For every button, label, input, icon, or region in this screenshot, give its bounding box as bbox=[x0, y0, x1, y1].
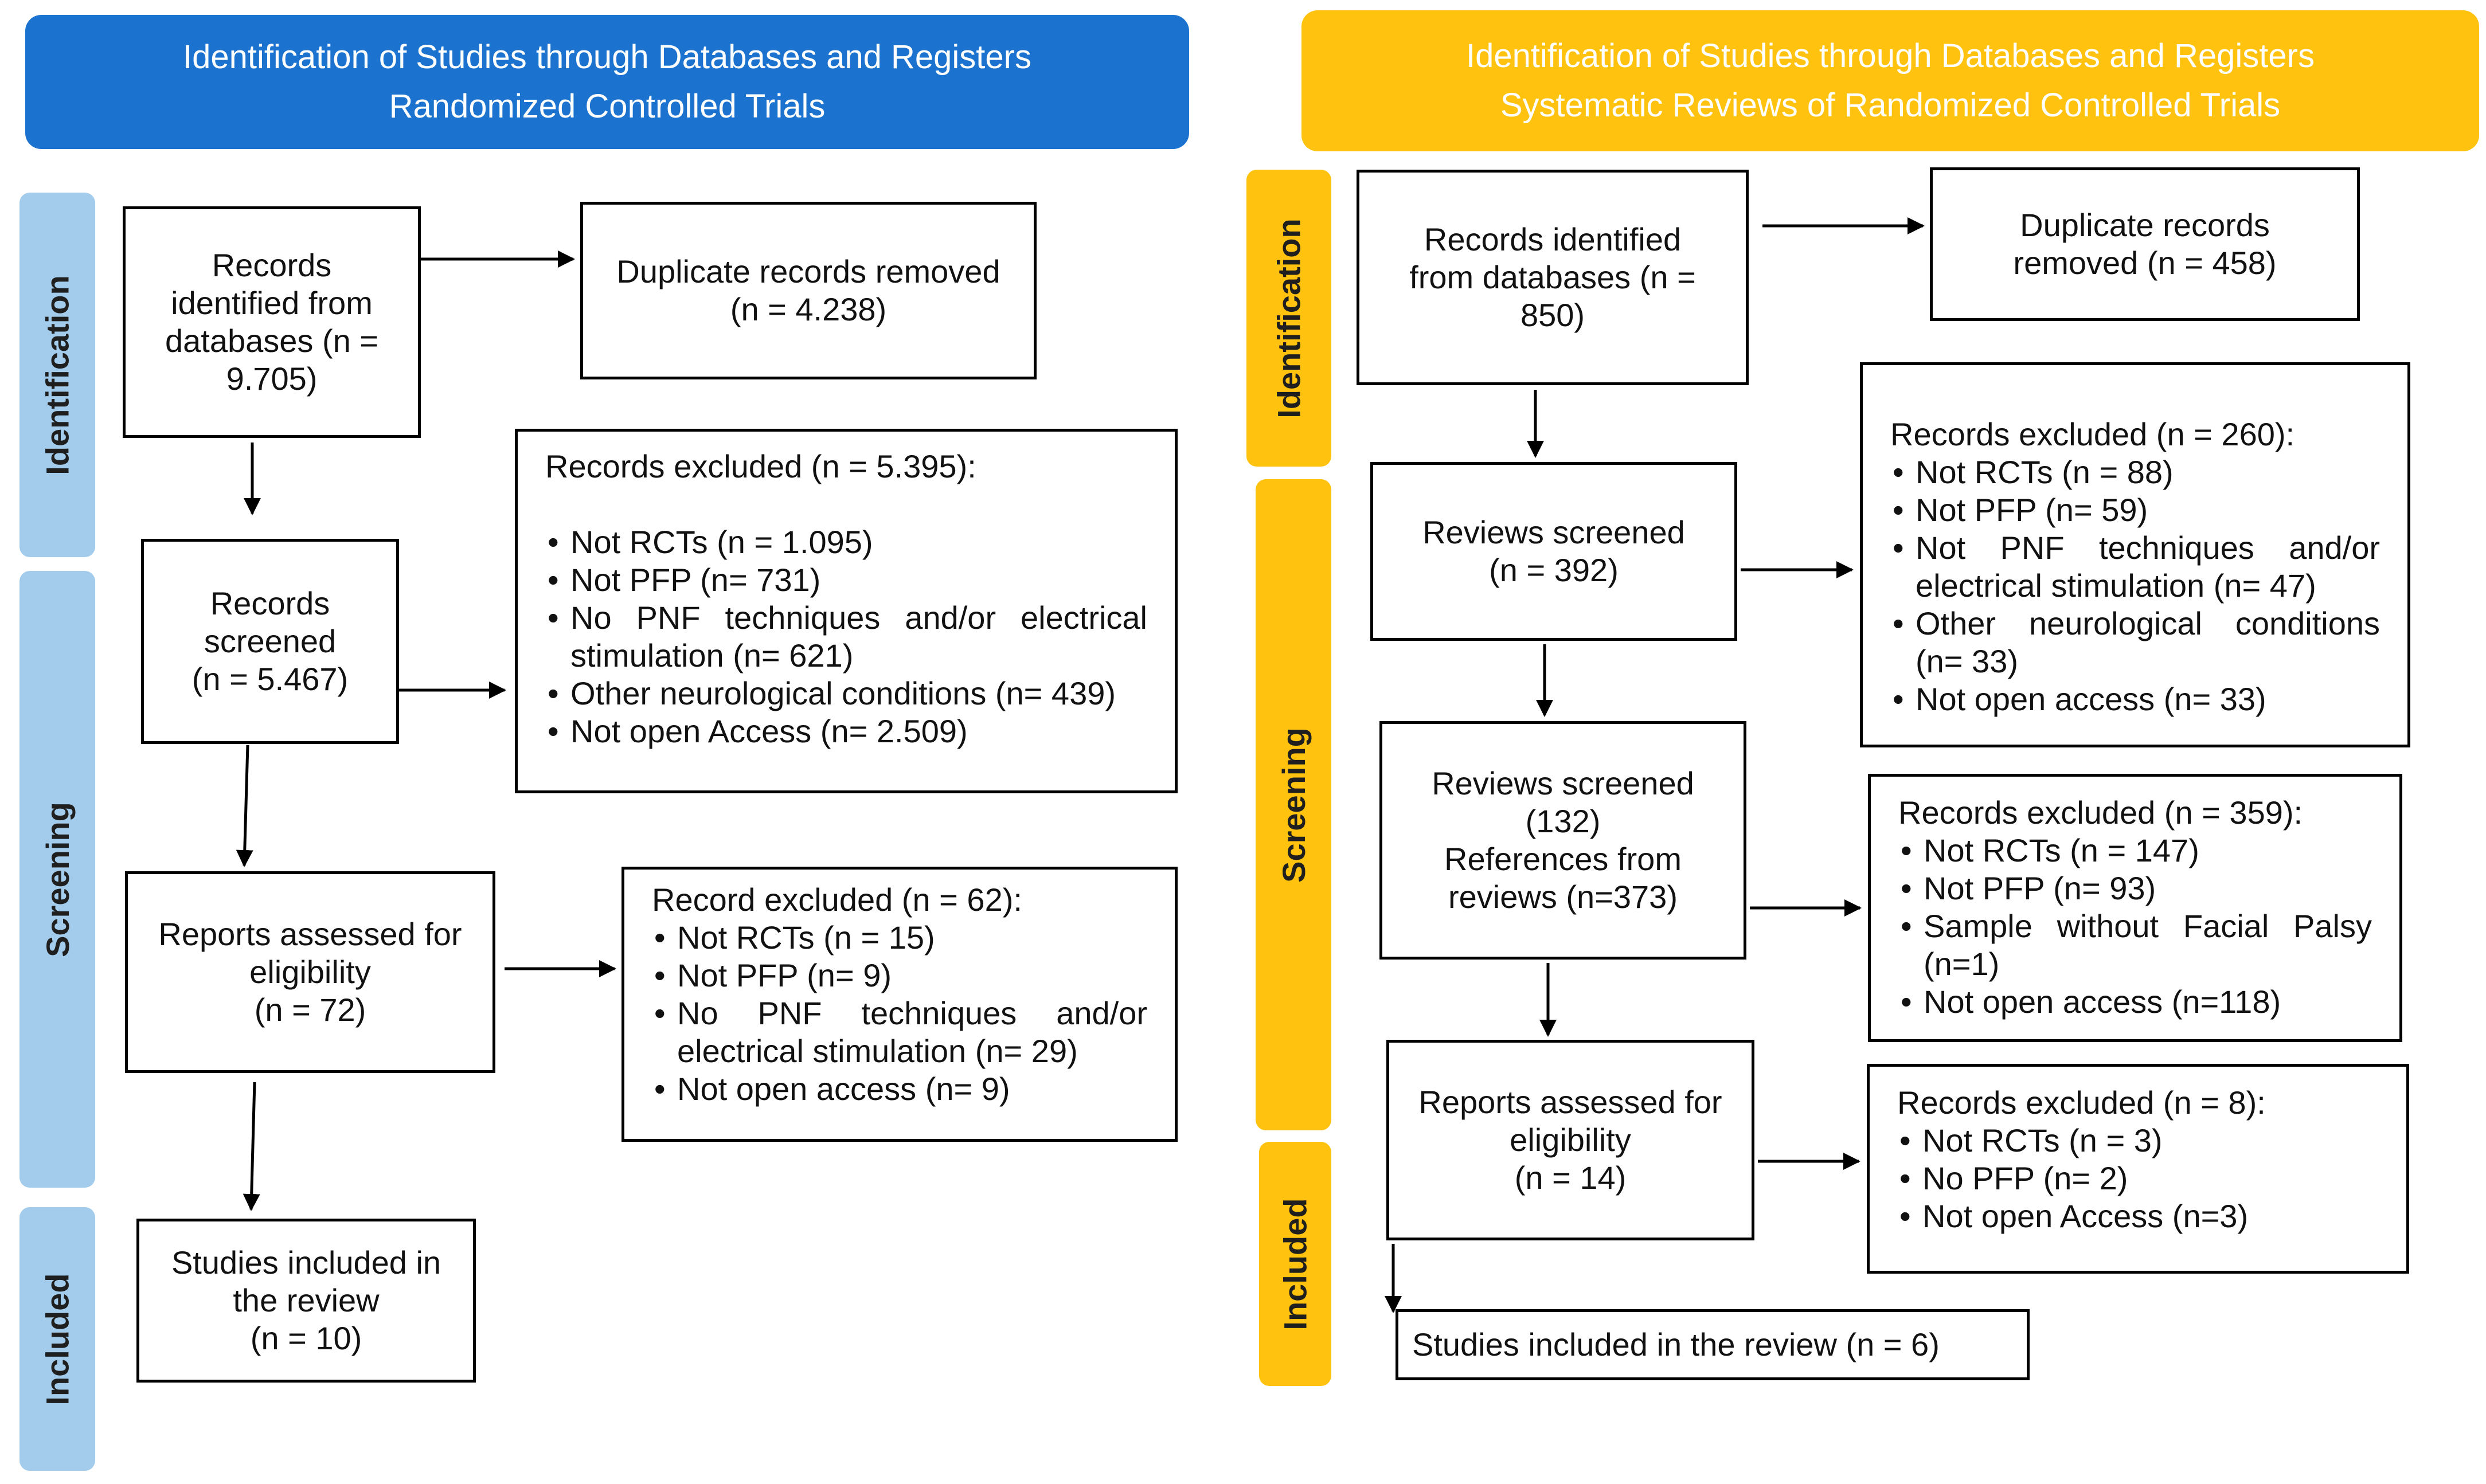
right-excluded-2-box: Records excluded (n = 359): Not RCTs (n … bbox=[1868, 774, 2402, 1042]
left-phase-screening: Screening bbox=[19, 571, 95, 1188]
list-item: Not open access (n=118) bbox=[1898, 983, 2372, 1021]
right-excluded-2-list: Not RCTs (n = 147) Not PFP (n= 93) Sampl… bbox=[1898, 832, 2372, 1021]
list-item: Not RCTs (n = 3) bbox=[1897, 1122, 2379, 1160]
arrow-left-screened-to-reports bbox=[236, 745, 253, 867]
left-header-line2: Randomized Controlled Trials bbox=[389, 88, 826, 125]
list-item: Not PFP (n= 9) bbox=[652, 957, 1147, 994]
right-excluded-1-box: Records excluded (n = 260): Not RCTs (n … bbox=[1860, 362, 2410, 747]
left-phase-included: Included bbox=[19, 1207, 95, 1471]
right-reviews-screened-1-box: Reviews screened (n = 392) bbox=[1370, 462, 1737, 641]
left-excluded-2-box: Record excluded (n = 62): Not RCTs (n = … bbox=[622, 867, 1178, 1142]
list-item: Not PNF techniques and/or electrical sti… bbox=[1890, 529, 2380, 605]
left-excluded-1-title: Records excluded (n = 5.395): bbox=[545, 448, 976, 484]
left-flow-header: Identification of Studies through Databa… bbox=[25, 15, 1189, 149]
right-flow-header: Identification of Studies through Databa… bbox=[1301, 10, 2479, 151]
left-header-line1: Identification of Studies through Databa… bbox=[183, 38, 1031, 76]
right-phase-included: Included bbox=[1259, 1142, 1331, 1386]
left-records-identified-box: Records identified from databases (n = 9… bbox=[123, 206, 421, 438]
right-header-line1: Identification of Studies through Databa… bbox=[1466, 37, 2315, 75]
list-item: Not open access (n= 33) bbox=[1890, 680, 2380, 718]
list-item: Not PFP (n= 59) bbox=[1890, 491, 2380, 529]
list-item: Not PFP (n= 731) bbox=[545, 561, 1147, 599]
right-excluded-3-list: Not RCTs (n = 3) No PFP (n= 2) Not open … bbox=[1897, 1122, 2379, 1235]
right-excluded-2-title: Records excluded (n = 359): bbox=[1898, 794, 2303, 831]
list-item: Not open access (n= 9) bbox=[652, 1070, 1147, 1108]
list-item: Not RCTs (n = 147) bbox=[1898, 832, 2372, 870]
right-included-box: Studies included in the review (n = 6) bbox=[1396, 1309, 2030, 1380]
right-reviews-screened-2-box: Reviews screened (132) References from r… bbox=[1379, 721, 1746, 960]
left-reports-assessed-box: Reports assessed for eligibility (n = 72… bbox=[125, 871, 495, 1073]
list-item: No PNF techniques and/or electrical stim… bbox=[545, 599, 1147, 675]
right-excluded-1-list: Not RCTs (n = 88) Not PFP (n= 59) Not PN… bbox=[1890, 453, 2380, 718]
list-item: Other neurological conditions (n= 439) bbox=[545, 675, 1147, 712]
list-item: No PFP (n= 2) bbox=[1897, 1160, 2379, 1197]
right-excluded-1-title: Records excluded (n = 260): bbox=[1890, 416, 2295, 452]
left-excluded-1-list: Not RCTs (n = 1.095) Not PFP (n= 731) No… bbox=[545, 523, 1147, 750]
right-header-line2: Systematic Reviews of Randomized Control… bbox=[1500, 87, 2281, 124]
left-included-box: Studies included in the review (n = 10) bbox=[136, 1219, 476, 1383]
list-item: Not RCTs (n = 15) bbox=[652, 919, 1147, 957]
list-item: Not PFP (n= 93) bbox=[1898, 870, 2372, 907]
right-phase-screening: Screening bbox=[1256, 479, 1331, 1130]
list-item: Not RCTs (n = 88) bbox=[1890, 453, 2380, 491]
list-item: Sample without Facial Palsy (n=1) bbox=[1898, 907, 2372, 983]
right-reports-assessed-box: Reports assessed for eligibility (n = 14… bbox=[1386, 1040, 1754, 1240]
left-excluded-2-list: Not RCTs (n = 15) Not PFP (n= 9) No PNF … bbox=[652, 919, 1147, 1108]
list-item: Not open Access (n=3) bbox=[1897, 1197, 2379, 1235]
left-duplicates-box: Duplicate records removed (n = 4.238) bbox=[580, 202, 1037, 379]
right-phase-identification: Identification bbox=[1246, 170, 1331, 467]
left-excluded-1-box: Records excluded (n = 5.395): Not RCTs (… bbox=[515, 429, 1178, 793]
left-excluded-2-title: Record excluded (n = 62): bbox=[652, 882, 1022, 918]
list-item: Not open Access (n= 2.509) bbox=[545, 712, 1147, 750]
list-item: Not RCTs (n = 1.095) bbox=[545, 523, 1147, 561]
list-item: Other neurological conditions (n= 33) bbox=[1890, 605, 2380, 680]
arrow-left-reports-to-included bbox=[243, 1082, 260, 1211]
list-item: No PNF techniques and/or electrical stim… bbox=[652, 994, 1147, 1070]
left-records-screened-box: Records screened (n = 5.467) bbox=[141, 539, 399, 744]
right-excluded-3-box: Records excluded (n = 8): Not RCTs (n = … bbox=[1867, 1064, 2409, 1274]
right-excluded-3-title: Records excluded (n = 8): bbox=[1897, 1084, 2266, 1121]
right-records-identified-box: Records identified from databases (n = 8… bbox=[1357, 170, 1749, 385]
right-duplicates-box: Duplicate records removed (n = 458) bbox=[1930, 167, 2360, 321]
left-phase-identification: Identification bbox=[19, 193, 95, 557]
